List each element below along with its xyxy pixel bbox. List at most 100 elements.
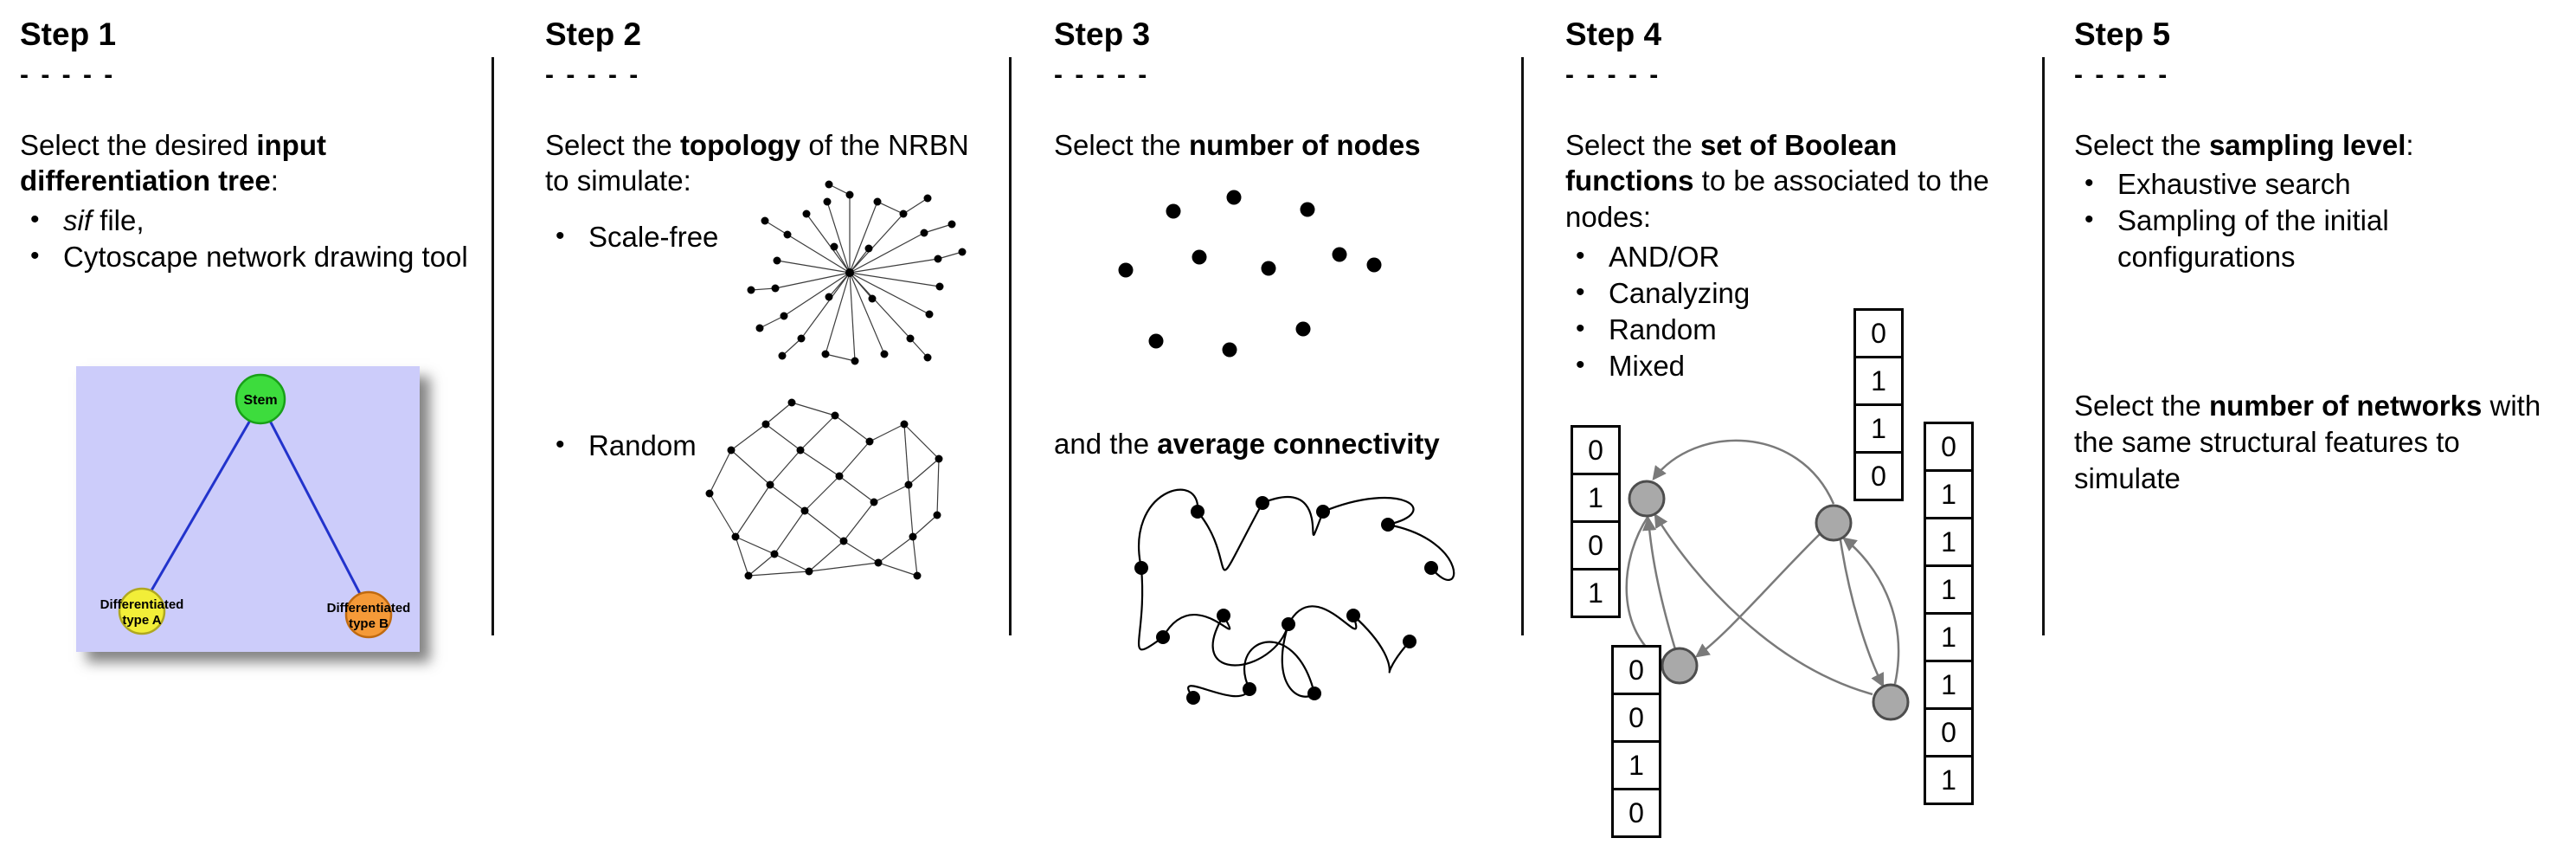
- truth-table-cell: 0: [1571, 425, 1621, 475]
- text-segment: Select the: [545, 128, 680, 161]
- step-dashes: - - - - -: [545, 60, 641, 89]
- differentiation-tree-svg: Stem Differentiated type A Differentiate…: [76, 366, 420, 652]
- truth-table-cell: 1: [1924, 660, 1974, 710]
- column-divider: [491, 57, 494, 635]
- bullet-item: Canalyzing: [1565, 275, 1998, 312]
- step-1-bullet-list: sif file, Cytoscape network drawing tool: [20, 203, 491, 275]
- type-a-node: [118, 587, 166, 635]
- tree-edge: [140, 402, 262, 608]
- bullet-item: Sampling of the initial configurations: [2074, 203, 2559, 275]
- text-segment: with the same structural features to sim…: [2074, 390, 2541, 494]
- truth-table-cell: 1: [1924, 469, 1974, 519]
- truth-table-cell: 0: [1853, 451, 1904, 501]
- network-node: [1872, 683, 1910, 721]
- truth-table-cell: 0: [1853, 308, 1904, 358]
- tangle-edges: [1138, 488, 1455, 699]
- boolean-nodes: [1628, 480, 1910, 721]
- bullet-item-random: Random: [545, 428, 697, 464]
- step-title: Step 5: [2074, 16, 2171, 52]
- step-title: Step 1: [20, 16, 117, 52]
- network-node: [1628, 480, 1666, 518]
- truth-table-cell: 1: [1853, 356, 1904, 406]
- step-4-column: Step 4 - - - - - Select the set of Boole…: [1565, 0, 1998, 851]
- tree-edge: [259, 402, 370, 611]
- column-divider: [1009, 57, 1012, 635]
- step-5-bullet-list: Exhaustive search Sampling of the initia…: [2074, 166, 2559, 275]
- text-segment: Select the: [1054, 128, 1189, 161]
- step-1-intro: Select the desired input differentiation…: [20, 127, 491, 200]
- differentiation-tree-figure: Stem Differentiated type A Differentiate…: [76, 366, 420, 652]
- step-5-second-text: Select the number of networks with the s…: [2074, 388, 2546, 497]
- step-3-intro: Select the number of nodes: [1054, 127, 1521, 164]
- truth-table-cell: 1: [1924, 564, 1974, 615]
- text-segment: Select the: [2074, 390, 2209, 422]
- text-segment: set of Boolean functions: [1565, 128, 1898, 197]
- text-segment: :: [270, 164, 279, 197]
- truth-table-cell: 1: [1924, 517, 1974, 567]
- step-dashes: - - - - -: [1565, 60, 1661, 89]
- truth-table-bottom: 0 0 1 0: [1611, 645, 1661, 838]
- network-edges: [750, 184, 963, 362]
- truth-table-cell: 0: [1611, 693, 1661, 743]
- step-dashes: - - - - -: [20, 60, 116, 89]
- type-a-label-line2: type A: [122, 613, 161, 628]
- step-4-intro: Select the set of Boolean functions to b…: [1565, 127, 1998, 236]
- step-1-column: Step 1 - - - - - Select the desired inpu…: [20, 0, 491, 851]
- network-nodes: [747, 180, 967, 365]
- dots: [1118, 190, 1382, 358]
- step-3-second-text: and the average connectivity: [1054, 426, 1521, 462]
- step-2-column: Step 2 - - - - - Select the topology of …: [545, 0, 969, 851]
- truth-table-cell: 1: [1924, 612, 1974, 662]
- bullet-item-scale-free: Scale-free: [545, 219, 718, 255]
- truth-table-cell: 0: [1611, 645, 1661, 695]
- text-segment: average connectivity: [1157, 428, 1440, 460]
- truth-table-right: 0 1 1 1 1 1 0 1: [1924, 422, 1974, 805]
- text-segment: Select the desired: [20, 128, 257, 161]
- truth-table-cell: 0: [1924, 707, 1974, 758]
- text-segment: :: [2406, 128, 2414, 161]
- network-nodes: [705, 398, 943, 580]
- step-4-bullet-list: AND/OR Canalyzing Random Mixed: [1565, 239, 1998, 384]
- text-segment: topology: [679, 128, 801, 161]
- truth-table-cell: 1: [1611, 740, 1661, 790]
- truth-table-cell: 1: [1853, 403, 1904, 454]
- text-segment: Select the: [1565, 128, 1700, 161]
- boolean-functions-figure: 0 1 1 0 0 1 0 1 0 0 1 0 0 1 1 1 1 1 0 1: [1565, 303, 1981, 851]
- truth-table-cell: 0: [1571, 520, 1621, 571]
- step-title: Step 4: [1565, 16, 1662, 52]
- truth-table-cell: 0: [1611, 788, 1661, 838]
- step-2-intro: Select the topology of the NRBN to simul…: [545, 127, 969, 200]
- truth-table-left: 0 1 0 1: [1571, 425, 1621, 618]
- step-title: Step 3: [1054, 16, 1151, 52]
- bullet-item: Random: [1565, 312, 1998, 348]
- network-edges: [709, 402, 940, 577]
- text-segment: sif: [63, 204, 92, 237]
- text-segment: number of nodes: [1188, 128, 1421, 161]
- random-network-figure: [705, 398, 943, 580]
- text-segment: input differentiation tree: [20, 128, 326, 197]
- text-segment: file,: [92, 204, 145, 237]
- step-dashes: - - - - -: [1054, 60, 1150, 89]
- tangle-nodes: [1134, 496, 1438, 705]
- text-segment: and the: [1054, 428, 1158, 460]
- bullet-item: AND/OR: [1565, 239, 1998, 275]
- bullet-item: sif file,: [20, 203, 491, 239]
- step-title: Step 2: [545, 16, 642, 52]
- network-node: [1815, 504, 1853, 542]
- text-segment: number of networks: [2208, 390, 2483, 422]
- text-segment: sampling level: [2208, 128, 2406, 161]
- text-segment: of the NRBN to simulate:: [545, 128, 969, 197]
- column-divider: [2042, 57, 2045, 635]
- network-node: [1661, 647, 1699, 685]
- connectivity-tangle-figure: [1134, 488, 1455, 705]
- truth-table-cell: 1: [1571, 473, 1621, 523]
- truth-table-top: 0 1 1 0: [1853, 308, 1904, 501]
- step-5-column: Step 5 - - - - - Select the sampling lev…: [2074, 0, 2559, 851]
- type-a-label-line1: Differentiated: [100, 597, 184, 612]
- column-divider: [1521, 57, 1524, 635]
- truth-table-cell: 1: [1571, 568, 1621, 618]
- nodes-dots-figure: [1118, 190, 1382, 358]
- type-b-node: [344, 590, 393, 639]
- stem-node: [234, 373, 286, 425]
- bullet-item: Mixed: [1565, 348, 1998, 384]
